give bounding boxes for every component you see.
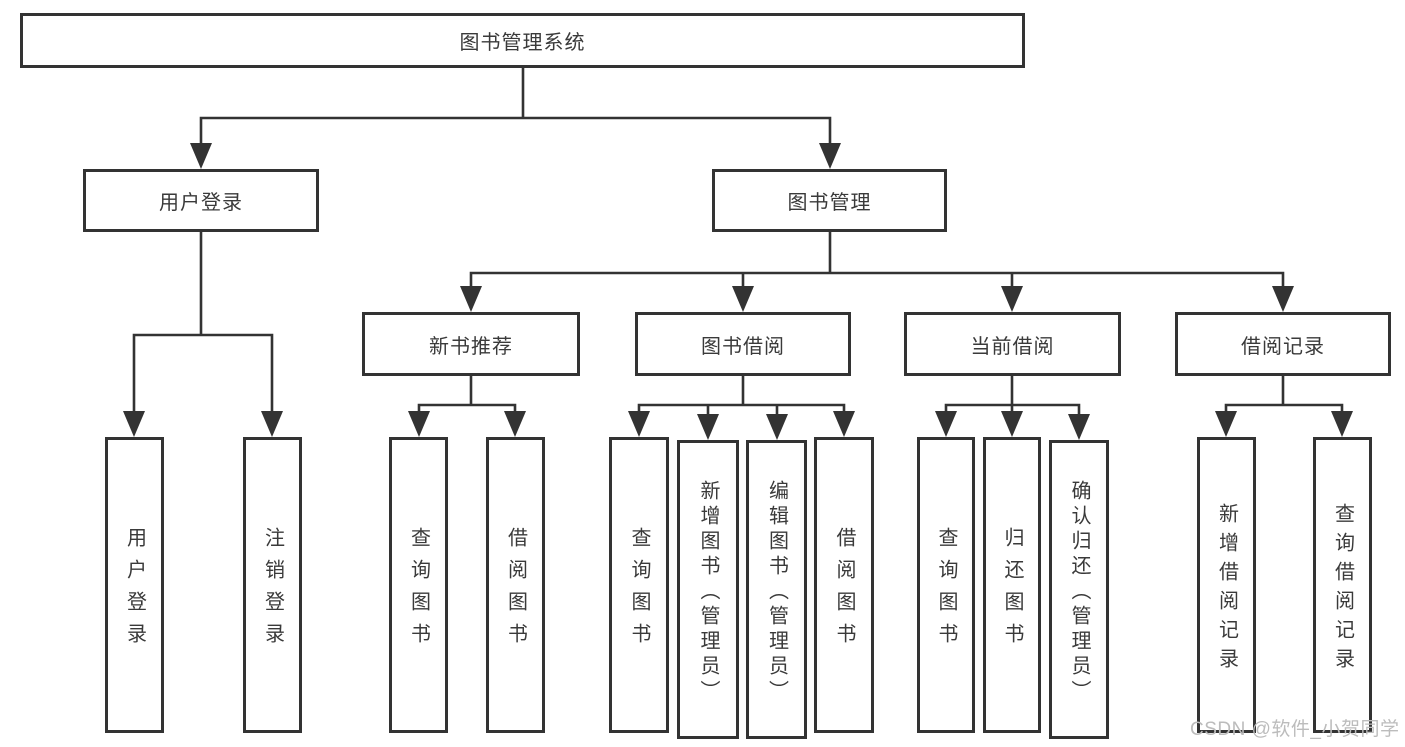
node-leaf-add-borrow-record: 新增借阅记录 (1197, 437, 1256, 733)
node-label: 查询借阅记录 (1331, 502, 1354, 677)
node-label: 图书管理系统 (459, 32, 586, 54)
node-label: 新增图书（管理员） (697, 479, 719, 705)
node-leaf-return-books: 归还图书 (983, 437, 1041, 733)
node-leaf-query-books-borrow: 查询图书 (609, 437, 669, 733)
node-label: 确认归还（管理员） (1068, 479, 1090, 705)
node-label: 用户登录 (123, 527, 146, 655)
node-borrow-records: 借阅记录 (1175, 312, 1391, 376)
node-leaf-user-login: 用户登录 (105, 437, 164, 733)
node-leaf-borrow-books-recommend: 借阅图书 (486, 437, 545, 733)
node-label: 借阅图书 (504, 527, 527, 655)
node-label: 当前借阅 (970, 335, 1055, 358)
node-label: 归还图书 (1001, 527, 1023, 655)
node-leaf-query-books-recommend: 查询图书 (389, 437, 448, 733)
node-book-borrow: 图书借阅 (635, 312, 851, 376)
node-label: 借阅记录 (1241, 335, 1325, 358)
node-leaf-query-books-current: 查询图书 (917, 437, 975, 733)
node-label: 查询图书 (407, 527, 430, 655)
node-label: 查询图书 (935, 527, 957, 655)
node-label: 图书管理 (787, 192, 872, 214)
node-label: 图书借阅 (701, 335, 785, 358)
node-leaf-borrow-books: 借阅图书 (814, 437, 874, 733)
node-library-management-system: 图书管理系统 (20, 13, 1025, 68)
node-leaf-edit-books-admin: 编辑图书（管理员） (746, 440, 807, 739)
node-leaf-confirm-return-admin: 确认归还（管理员） (1049, 440, 1109, 739)
csdn-watermark: CSDN @软件_小贺同学 (1190, 719, 1400, 740)
node-label: 编辑图书（管理员） (765, 479, 788, 705)
node-label: 新书推荐 (429, 335, 513, 358)
node-new-book-recommend: 新书推荐 (362, 312, 580, 376)
node-leaf-add-books-admin: 新增图书（管理员） (677, 440, 739, 739)
node-label: 注销登录 (261, 527, 284, 655)
node-label: 用户登录 (159, 192, 243, 214)
node-label: 新增借阅记录 (1215, 502, 1238, 677)
node-label: 查询图书 (628, 527, 650, 655)
node-user-login: 用户登录 (83, 169, 319, 232)
node-label: 借阅图书 (833, 527, 855, 655)
node-leaf-logout: 注销登录 (243, 437, 302, 733)
node-book-management: 图书管理 (712, 169, 947, 232)
node-leaf-query-borrow-record: 查询借阅记录 (1313, 437, 1372, 733)
node-current-borrow: 当前借阅 (904, 312, 1121, 376)
